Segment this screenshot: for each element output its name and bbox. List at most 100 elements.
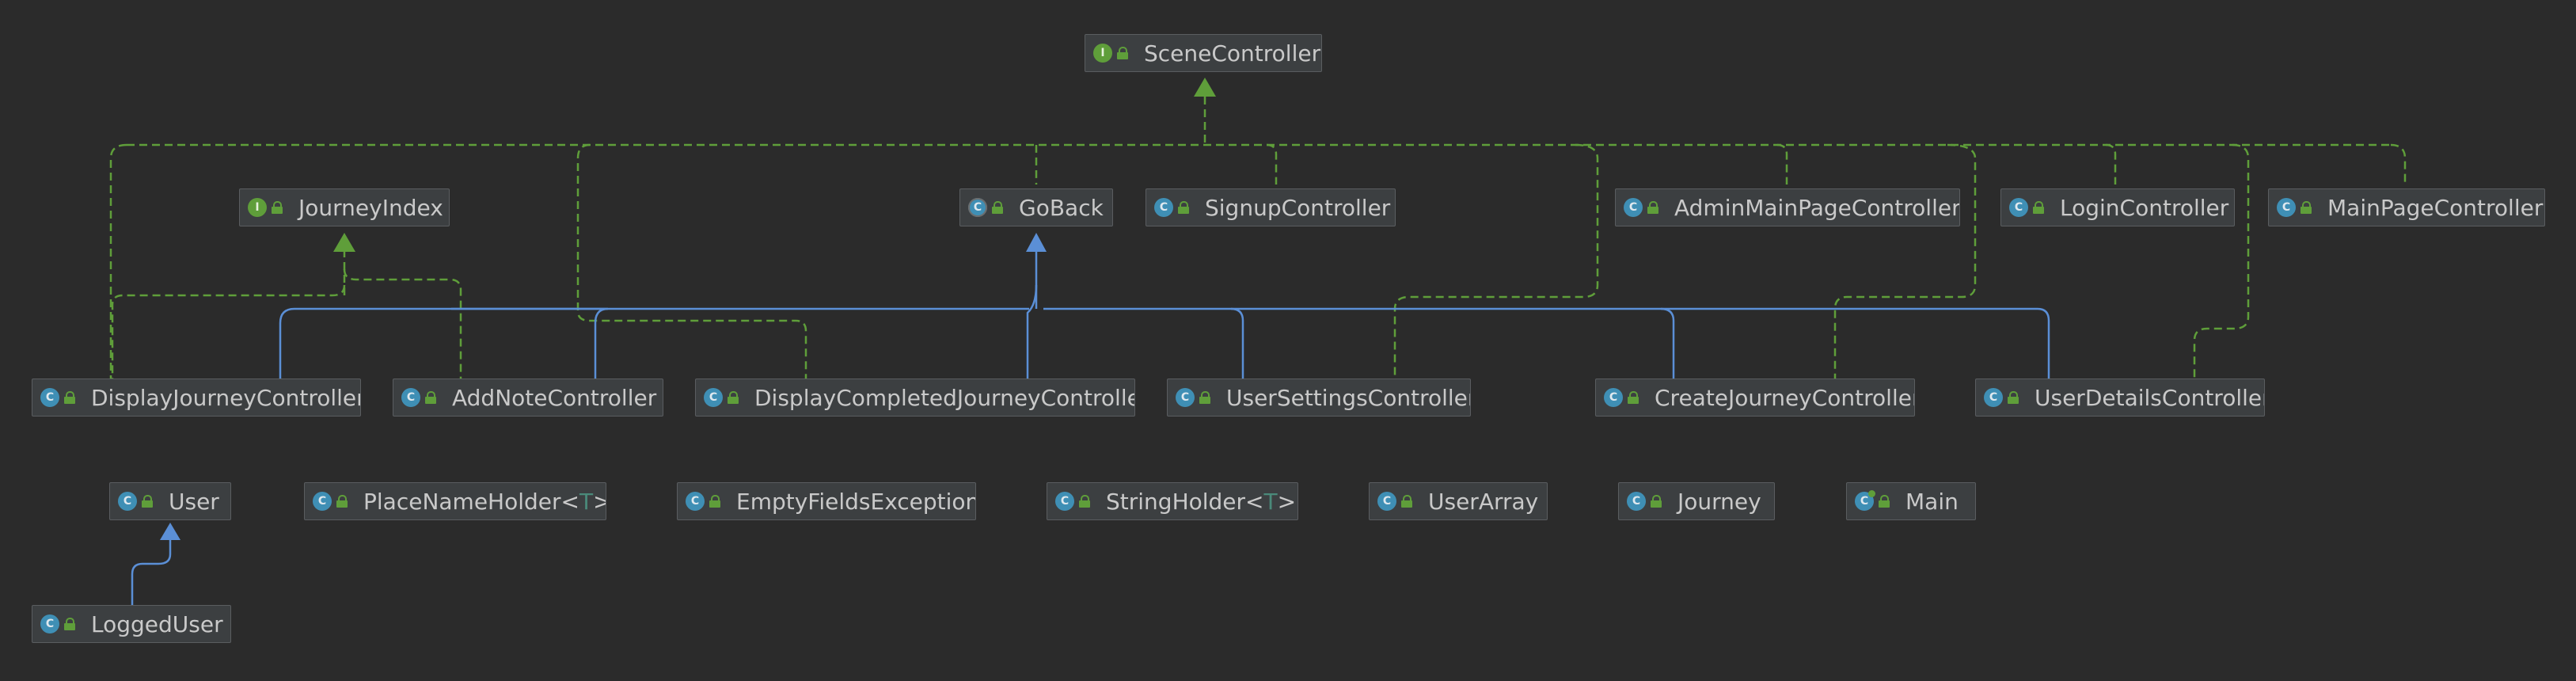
node-label: UserDetailsController <box>2035 384 2265 411</box>
node-scenecontroller[interactable]: I SceneController <box>1085 34 1322 72</box>
extends-edge-userdetails <box>1661 307 2050 379</box>
node-label: PlaceNameHolder <box>363 488 561 515</box>
node-journeyindex[interactable]: I JourneyIndex <box>239 188 450 226</box>
public-lock-icon <box>1651 495 1662 508</box>
node-label: Main <box>1905 488 1959 515</box>
class-icon: C <box>1176 388 1195 407</box>
class-icon: C <box>1055 492 1074 511</box>
node-addnotecontroller[interactable]: C AddNoteController <box>393 379 663 417</box>
public-lock-icon <box>1628 391 1639 404</box>
node-label: User <box>169 488 219 515</box>
type-param: T <box>1263 488 1278 515</box>
interface-icon: I <box>248 198 267 217</box>
node-label: DisplayJourneyController <box>91 384 361 411</box>
node-displaycompletedjourneycontroller[interactable]: C DisplayCompletedJourneyControlle <box>695 379 1135 417</box>
implements-edge-displayjourney <box>109 143 127 379</box>
node-signupcontroller[interactable]: C SignupController <box>1146 188 1396 226</box>
public-lock-icon <box>2008 391 2019 404</box>
node-label: SignupController <box>1205 194 1391 221</box>
class-icon: C <box>686 492 705 511</box>
implements-edge-createjourney <box>1833 143 1977 379</box>
class-icon: C <box>2277 198 2296 217</box>
implements-edge-signup <box>1266 143 1278 185</box>
node-label: UserArray <box>1428 488 1539 515</box>
type-param-close: > <box>1277 488 1297 515</box>
class-icon: C <box>401 388 420 407</box>
public-lock-icon <box>336 495 348 508</box>
public-lock-icon <box>1647 201 1658 214</box>
node-userarray[interactable]: C UserArray <box>1369 482 1548 520</box>
class-icon: C <box>2009 198 2028 217</box>
public-lock-icon <box>1199 391 1210 404</box>
class-icon: C <box>1377 492 1396 511</box>
node-emptyfieldsexception[interactable]: C EmptyFieldsException <box>677 482 976 520</box>
implements-edge-login <box>2105 143 2117 185</box>
node-mainpagecontroller[interactable]: C MainPageController <box>2268 188 2545 226</box>
node-logincontroller[interactable]: C LoginController <box>2000 188 2235 226</box>
class-icon: C <box>40 388 59 407</box>
node-main[interactable]: C Main <box>1846 482 1976 520</box>
public-lock-icon <box>2301 201 2312 214</box>
class-icon: C <box>1624 198 1643 217</box>
class-icon: C <box>1627 492 1646 511</box>
public-lock-icon <box>64 391 75 404</box>
public-lock-icon <box>728 391 739 404</box>
node-label: GoBack <box>1019 194 1104 221</box>
node-displayjourneycontroller[interactable]: C DisplayJourneyController <box>32 379 361 417</box>
node-goback[interactable]: C GoBack <box>959 188 1113 226</box>
public-lock-icon <box>1401 495 1412 508</box>
extends-edge-loggeduser <box>131 540 172 606</box>
node-stringholder[interactable]: C StringHolder<T> <box>1047 482 1298 520</box>
public-lock-icon <box>64 618 75 630</box>
extends-edge-addnote <box>451 307 609 379</box>
node-label: UserSettingsController <box>1226 384 1471 411</box>
class-icon: C <box>1604 388 1623 407</box>
node-label: LoginController <box>2060 194 2229 221</box>
class-icon: C <box>1984 388 2003 407</box>
implements-edge-mainpage <box>2390 143 2407 185</box>
class-icon: C <box>118 492 137 511</box>
public-lock-icon <box>1079 495 1090 508</box>
implements-edge-journeyindex-addnote <box>343 268 462 379</box>
public-lock-icon <box>1879 495 1890 508</box>
extends-edge-displaycompleted <box>1026 284 1038 379</box>
public-lock-icon <box>142 495 153 508</box>
node-label: CreateJourneyController <box>1655 384 1915 411</box>
public-lock-icon <box>272 201 283 214</box>
node-label: Journey <box>1677 488 1761 515</box>
extends-edge-createjourney <box>1231 307 1675 379</box>
node-label: AdminMainPageController <box>1674 194 1960 221</box>
node-userdetailscontroller[interactable]: C UserDetailsController <box>1975 379 2265 417</box>
node-label: DisplayCompletedJourneyControlle <box>754 384 1135 411</box>
abstract-class-icon: C <box>968 198 987 217</box>
class-icon: C <box>1154 198 1173 217</box>
node-label: JourneyIndex <box>298 194 443 221</box>
public-lock-icon <box>1178 201 1189 214</box>
implements-edge-journeyindex-displayjourney <box>111 284 346 379</box>
node-label: LoggedUser <box>91 611 223 637</box>
public-lock-icon <box>1117 47 1128 59</box>
public-lock-icon <box>709 495 720 508</box>
class-icon: C <box>313 492 332 511</box>
extends-edge-usersettings <box>1043 307 1244 379</box>
node-journey[interactable]: C Journey <box>1618 482 1775 520</box>
implements-edge-usersettings <box>1393 143 1599 379</box>
node-adminmainpagecontroller[interactable]: C AdminMainPageController <box>1615 188 1960 226</box>
journeyindex-arrowhead <box>333 233 355 252</box>
node-user[interactable]: C User <box>109 482 231 520</box>
node-label: MainPageController <box>2327 194 2544 221</box>
user-arrowhead <box>160 523 180 540</box>
node-loggeduser[interactable]: C LoggedUser <box>32 605 231 643</box>
public-lock-icon <box>2033 201 2044 214</box>
class-icon: C <box>40 614 59 633</box>
node-placenameholder[interactable]: C PlaceNameHolder<T> <box>304 482 606 520</box>
node-createjourneycontroller[interactable]: C CreateJourneyController <box>1595 379 1915 417</box>
public-lock-icon <box>425 391 436 404</box>
node-label: AddNoteController <box>452 384 657 411</box>
node-label: StringHolder <box>1106 488 1246 515</box>
scene-arrowhead <box>1194 78 1216 97</box>
node-usersettingscontroller[interactable]: C UserSettingsController <box>1167 379 1471 417</box>
implements-edge-userdetails <box>2193 143 2250 379</box>
main-class-icon: C <box>1855 490 1875 511</box>
